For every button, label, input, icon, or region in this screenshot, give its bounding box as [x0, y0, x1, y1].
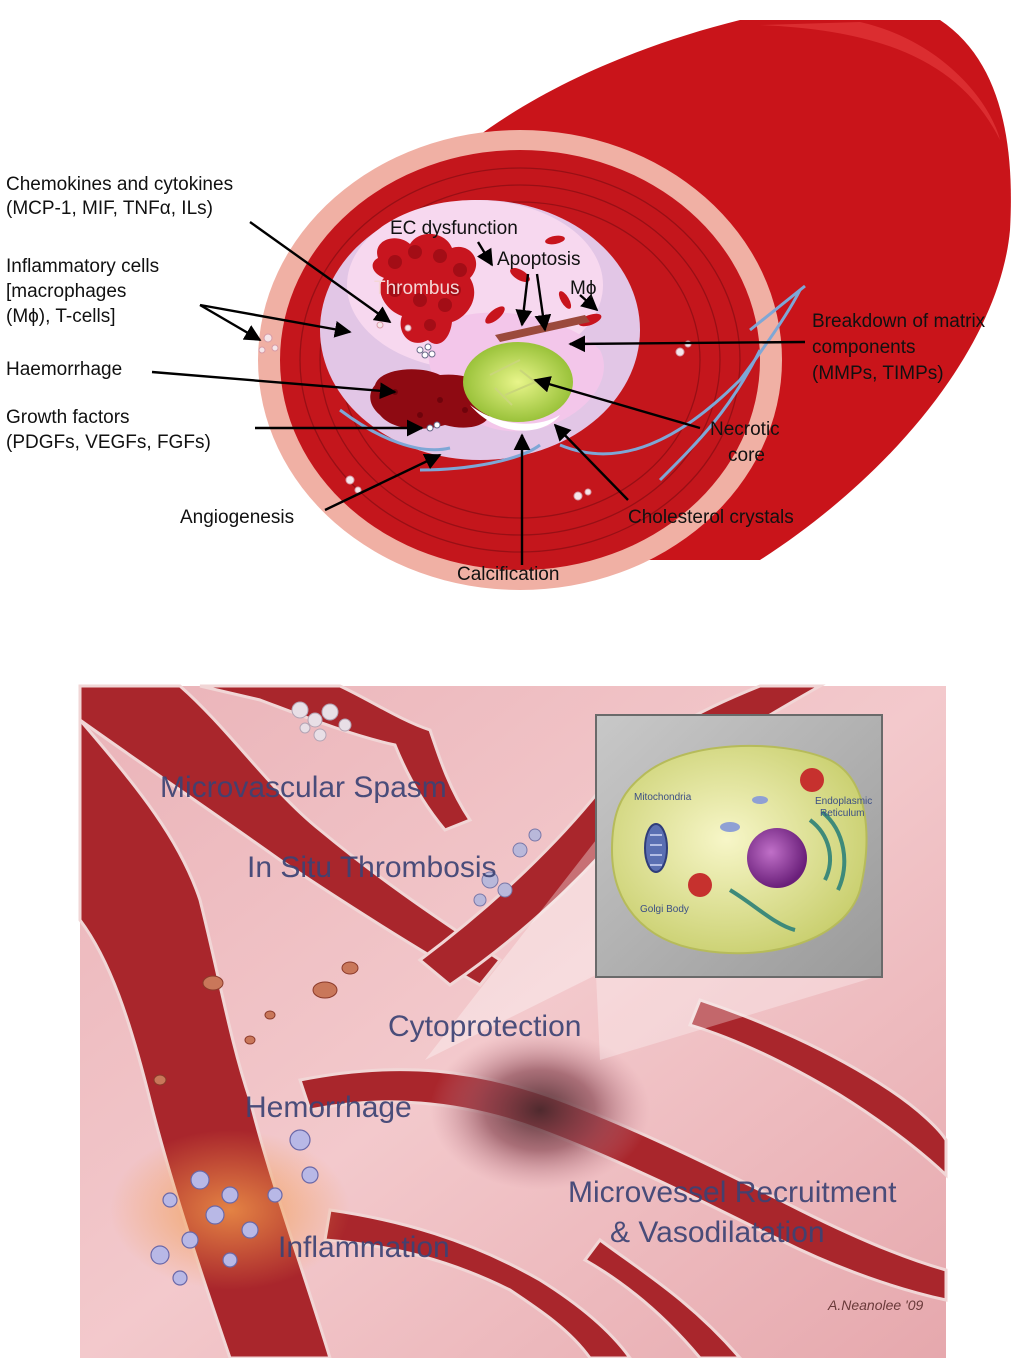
inflammatory-label-line3: (Mϕ), T-cells]: [6, 306, 116, 327]
growth-factors-label-line1: Growth factors: [6, 407, 130, 428]
er-label-line2: Reticulum: [820, 808, 864, 819]
microvessel-recruitment-label-line1: Microvessel Recruitment: [568, 1176, 897, 1209]
infarct-blur: [430, 1030, 650, 1190]
growth-factors-label-line2: (PDGFs, VEGFs, FGFs): [6, 432, 211, 453]
haemorrhage-label: Haemorrhage: [6, 359, 122, 380]
inflammation-label: Inflammation: [278, 1231, 450, 1264]
hemorrhage-label: Hemorrhage: [245, 1091, 412, 1124]
cell-body: [610, 744, 868, 955]
inflammatory-label-line2: [macrophages: [6, 281, 126, 302]
er-label-line1: Endoplasmic: [815, 796, 872, 807]
chemokines-label-line1: Chemokines and cytokines: [6, 174, 233, 195]
breakdown-label-line3: (MMPs, TIMPs): [812, 363, 944, 384]
cell-inset: Mitochondria Endoplasmic Reticulum Golgi…: [425, 714, 883, 1060]
cytoprotection-label: Cytoprotection: [388, 1010, 581, 1043]
mitochondrion: [644, 823, 668, 873]
chemokines-label-line2: (MCP-1, MIF, TNFα, ILs): [6, 198, 213, 219]
breakdown-label-line1: Breakdown of matrix: [812, 311, 986, 332]
calcification-label: Calcification: [457, 564, 559, 585]
necrotic-label-line2: core: [728, 445, 765, 466]
inflammatory-label-line1: Inflammatory cells: [6, 256, 159, 277]
angiogenesis-label: Angiogenesis: [180, 507, 294, 528]
cell-nucleus: [747, 828, 807, 888]
breakdown-label-line2: components: [812, 337, 916, 358]
artist-signature: A.Neanolee '09: [827, 1297, 924, 1313]
in-situ-thrombosis-label: In Situ Thrombosis: [247, 851, 497, 884]
pointer-arrows: [151, 221, 806, 565]
necrotic-core: [463, 342, 573, 422]
microvascular-spasm-label: Microvascular Spasm: [160, 771, 447, 804]
golgi-label: Golgi Body: [640, 904, 689, 915]
microvessel-recruitment-label-line2: & Vasodilatation: [610, 1216, 825, 1249]
ec-dysfunction-label: EC dysfunction: [390, 218, 518, 239]
apoptosis-label: Apoptosis: [497, 249, 580, 270]
thrombus-label: Thrombus: [374, 278, 460, 299]
macrophage-label: Mϕ: [570, 278, 596, 299]
artery-illustration: [258, 20, 1011, 590]
mitochondria-label: Mitochondria: [634, 792, 692, 803]
necrotic-label-line1: Necrotic: [710, 419, 780, 440]
haemorrhage-blob: [370, 369, 491, 429]
cholesterol-label: Cholesterol crystals: [628, 507, 794, 528]
thrombus: [372, 233, 477, 344]
